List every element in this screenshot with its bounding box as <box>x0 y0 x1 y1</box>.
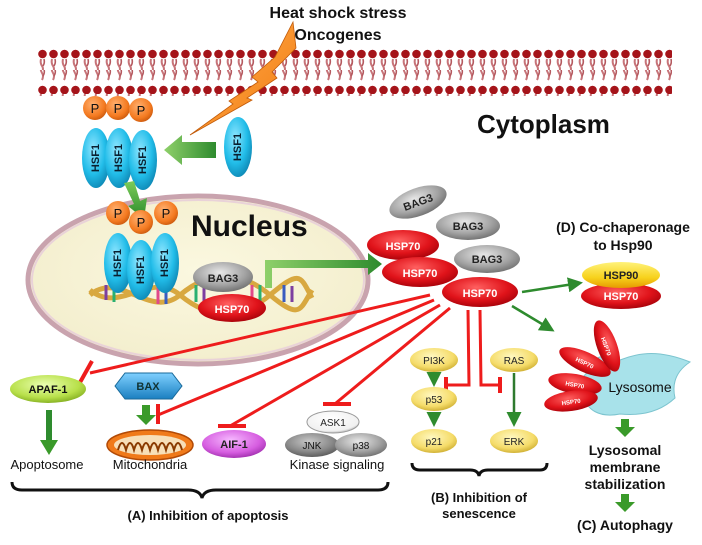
hsp90 <box>582 262 660 288</box>
nucleus-label: Nucleus <box>191 210 308 243</box>
activation-arrow-hsp90 <box>521 277 583 294</box>
activation-arrow-stabilization <box>615 419 635 437</box>
activation-arrow-apoptosome <box>46 410 52 442</box>
hsp70-label: HSP70 <box>463 288 498 300</box>
hsf1-trimer-bound-dna: HSF1 HSF1 HSF1 P P P <box>104 201 179 300</box>
bag3-label: BAG3 <box>453 221 484 233</box>
aif1-label: AIF-1 <box>220 439 248 451</box>
hsp70-label: HSP70 <box>215 304 250 316</box>
phospho-label: P <box>137 103 146 118</box>
p38-label: p38 <box>353 441 370 452</box>
bag3-nuclear <box>193 262 253 292</box>
hsp70-label: HSP70 <box>403 268 438 280</box>
erk-label: ERK <box>504 437 525 448</box>
hsf1-label: HSF1 <box>135 256 147 284</box>
brace-apoptosis <box>10 481 390 499</box>
section-d-label-1: (D) Co-chaperonage <box>556 219 690 235</box>
lysosome-label: Lysosome <box>608 379 672 395</box>
p53-label: p53 <box>426 395 443 406</box>
hsf1-label: HSF1 <box>90 144 102 172</box>
p38 <box>335 433 387 457</box>
phospho-label: P <box>91 101 100 116</box>
hsf1-label: HSF1 <box>159 249 171 277</box>
activation-arrow-bax <box>136 405 156 425</box>
hsf1-label: HSF1 <box>113 144 125 172</box>
erk <box>490 429 538 453</box>
lightning-bolt-icon <box>189 20 297 136</box>
phospho-label: P <box>114 206 123 221</box>
jnk-label: JNK <box>303 441 322 452</box>
brace-senescence <box>410 462 549 477</box>
lysosome-bound-hsp70: HSP70 HSP70 HSP70 HSP70 <box>544 320 621 412</box>
hsp90-label: HSP90 <box>604 270 639 282</box>
activation-arrow-autophagy <box>615 494 635 512</box>
apaf1 <box>10 375 86 403</box>
inhibition-line-kinase <box>335 306 451 405</box>
section-b-label-2: senescence <box>442 506 516 521</box>
inhibition-line-mitochondria <box>157 298 435 417</box>
ask1 <box>306 410 360 434</box>
hsp70-with-hsp90 <box>581 283 661 309</box>
inhibition-lines <box>76 293 502 428</box>
p53 <box>411 387 457 411</box>
activation-arrow-trimerization <box>164 135 216 165</box>
pi3k-label: PI3K <box>423 356 445 367</box>
p21-label: p21 <box>426 437 443 448</box>
hsp70-label: HSP70 <box>561 399 581 408</box>
hsf1-label: HSF1 <box>112 249 124 277</box>
hsp70-bag3-complexes: BAG3 BAG3 HSP70 BAG3 HSP70 HSP70 <box>367 185 520 307</box>
pi3k <box>410 348 458 372</box>
lysosomal-label-3: stabilization <box>585 476 666 492</box>
phospho-label: P <box>162 206 171 221</box>
inhibition-line-ras <box>478 309 500 387</box>
apoptosome-label: Apoptosome <box>11 457 84 472</box>
hsp70-central <box>442 277 518 307</box>
lysosomal-label-1: Lysosomal <box>589 442 662 458</box>
mitochondria-label: Mitochondria <box>113 457 188 472</box>
mitochondria-icon <box>106 429 194 461</box>
bax-label: BAX <box>136 381 160 393</box>
bag3-label: BAG3 <box>472 254 503 266</box>
inhibition-line-apaf1 <box>89 293 431 375</box>
jnk <box>285 433 339 457</box>
kinase-signaling-label: Kinase signaling <box>290 457 385 472</box>
section-a-label: (A) Inhibition of apoptosis <box>127 508 288 523</box>
inhibition-line-p53 <box>446 309 471 387</box>
section-c-label: (C) Autophagy <box>577 517 673 533</box>
activation-arrow-lysosome <box>511 304 555 332</box>
ask1-label: ASK1 <box>320 418 346 429</box>
activation-arrow-translocation <box>124 181 147 219</box>
hsp70-label: HSP70 <box>386 241 421 253</box>
apaf1-label: APAF-1 <box>29 384 68 396</box>
hsf1-monomer: HSF1 <box>224 117 252 177</box>
cell-membrane <box>37 48 672 96</box>
section-b-label-1: (B) Inhibition of <box>431 490 528 505</box>
hsf1-label: HSF1 <box>137 146 149 174</box>
inhibition-line-aif1 <box>229 303 441 428</box>
cytoplasm-label: Cytoplasm <box>477 109 610 139</box>
phospho-label: P <box>137 215 146 230</box>
stimulus-label-2: Oncogenes <box>294 27 381 44</box>
hsp70-label: HSP70 <box>565 381 585 390</box>
p21 <box>411 429 457 453</box>
activation-arrow-export <box>265 253 382 288</box>
hsp70-label: HSP70 <box>604 291 639 303</box>
hsp70-nuclear <box>198 294 266 322</box>
ras-label: RAS <box>504 356 525 367</box>
stimulus-label-1: Heat shock stress <box>270 5 407 22</box>
hsf1-trimer-phosphorylated: HSF1 HSF1 HSF1 P P P <box>82 96 157 190</box>
bax <box>114 372 183 400</box>
section-d-label-2: to Hsp90 <box>593 237 652 253</box>
phospho-label: P <box>114 101 123 116</box>
bag3-label: BAG3 <box>208 273 239 285</box>
aif1 <box>202 430 266 458</box>
ras <box>490 348 538 372</box>
lysosomal-label-2: membrane <box>590 459 661 475</box>
hsf1-label: HSF1 <box>232 133 244 161</box>
